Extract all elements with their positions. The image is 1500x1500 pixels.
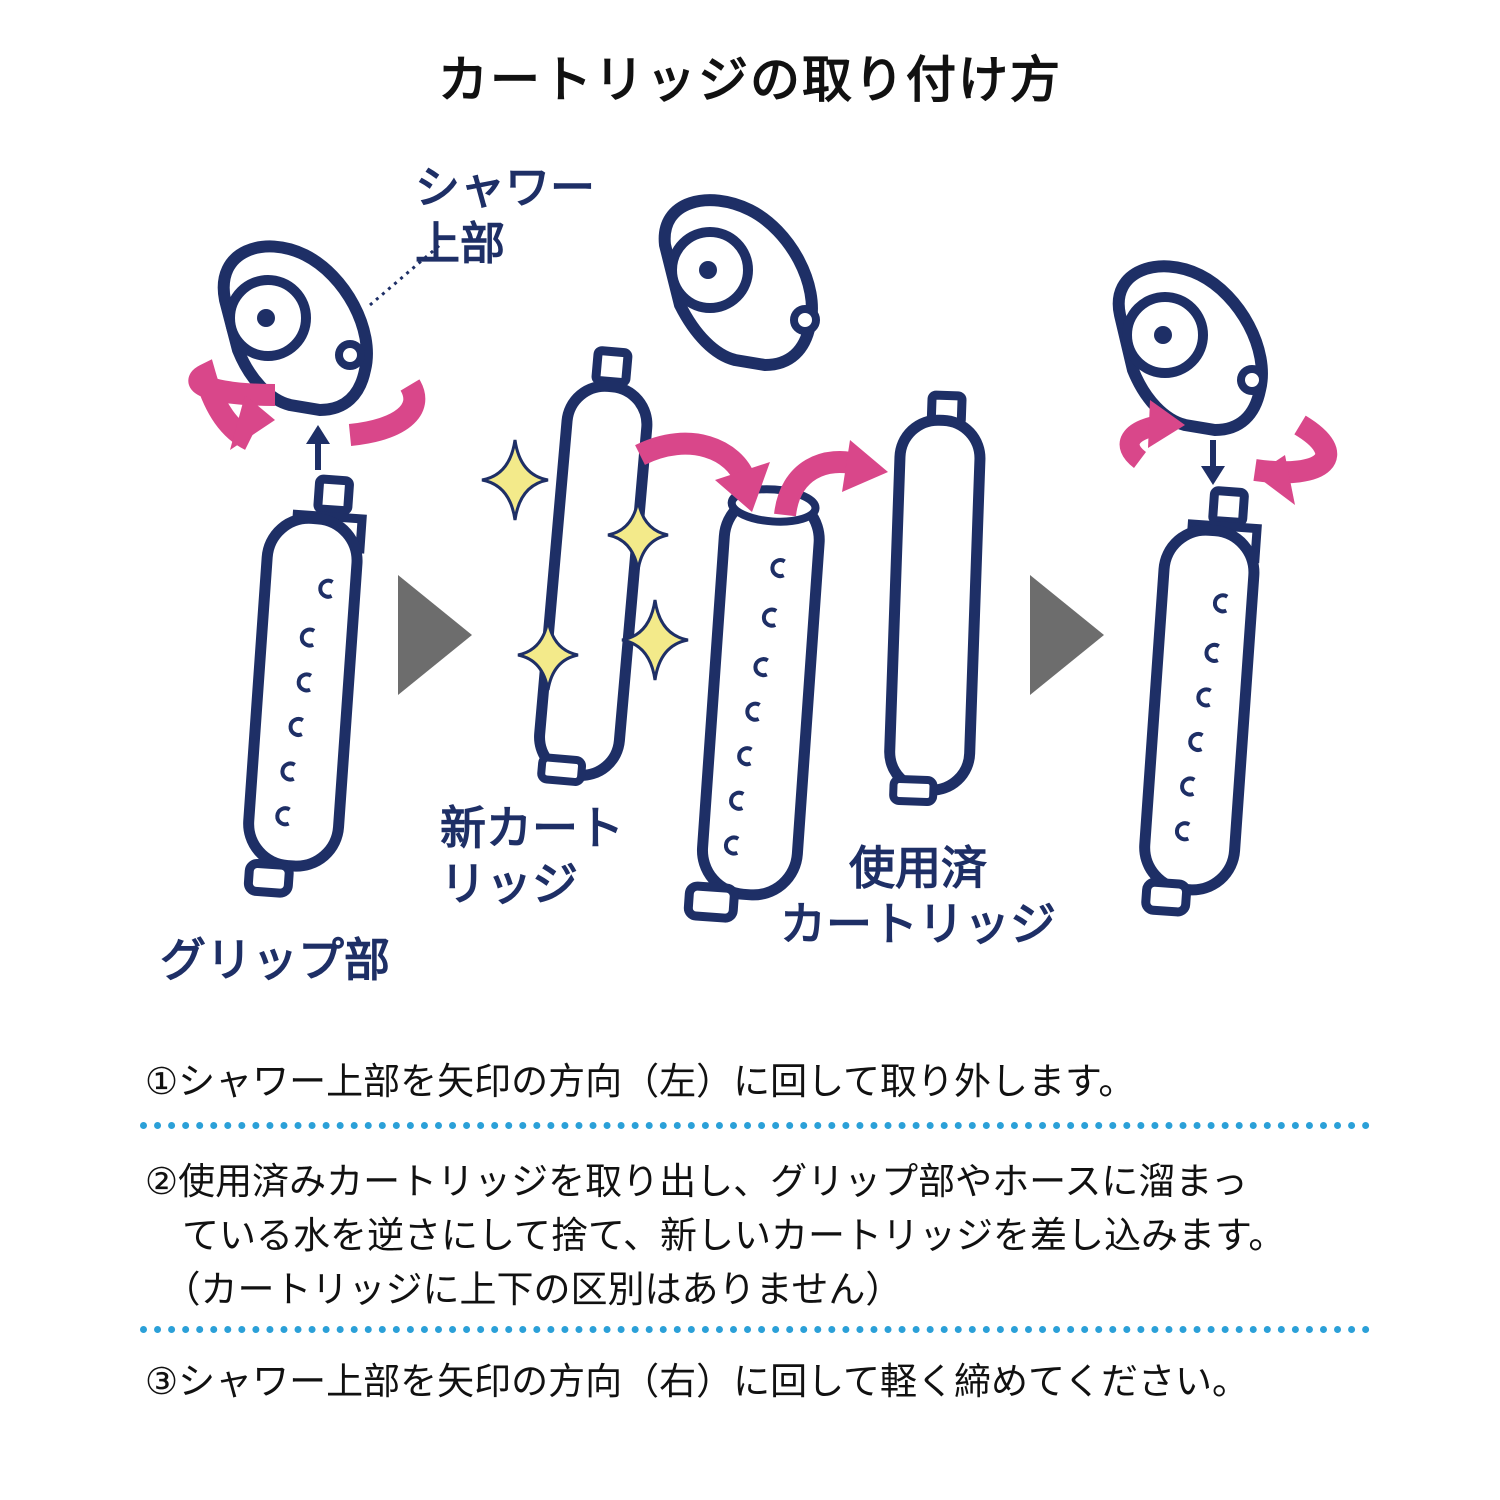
used-cartridge-icon [884,390,986,807]
empty-grip-icon [683,485,825,923]
rotate-arrow-icon [348,379,426,446]
grip-label: グリップ部 [160,933,390,987]
next-step-triangle-icon [1030,575,1104,695]
cartridge-illustration [188,194,1338,923]
step-1-text: ①シャワー上部を矢印の方向（左）に回して取り外します。 [145,1060,1136,1103]
next-step-triangle-icon [398,575,472,695]
used-cartridge-label: 使用済 カートリッジ [780,841,1056,951]
grip-cartridge-icon [243,474,367,898]
shower-head-icon-middle [658,194,820,372]
insert-arrow-icon [635,432,756,485]
new-cartridge-label: 新カート リッジ [440,801,624,911]
grip-cartridge-icon-right [1139,486,1262,917]
shower-top-label: シャワー 上部 [415,161,596,270]
dotted-separator [140,1326,1370,1333]
step-3-text: ③シャワー上部を矢印の方向（右）に回して軽く締めてください。 [145,1360,1249,1403]
rotate-arrow-icon [188,359,276,450]
shower-head-icon-right [1112,260,1268,437]
new-cartridge-icon [534,346,653,786]
sparkle-icon [481,439,689,691]
page-title: カートリッジの取り付け方 [438,51,1062,109]
rotate-arrow-icon [1253,415,1338,484]
step-2-text: ②使用済みカートリッジを取り出し、グリップ部やホースに溜まっ ている水を逆さにし… [145,1160,1286,1311]
dotted-separator [140,1122,1370,1129]
